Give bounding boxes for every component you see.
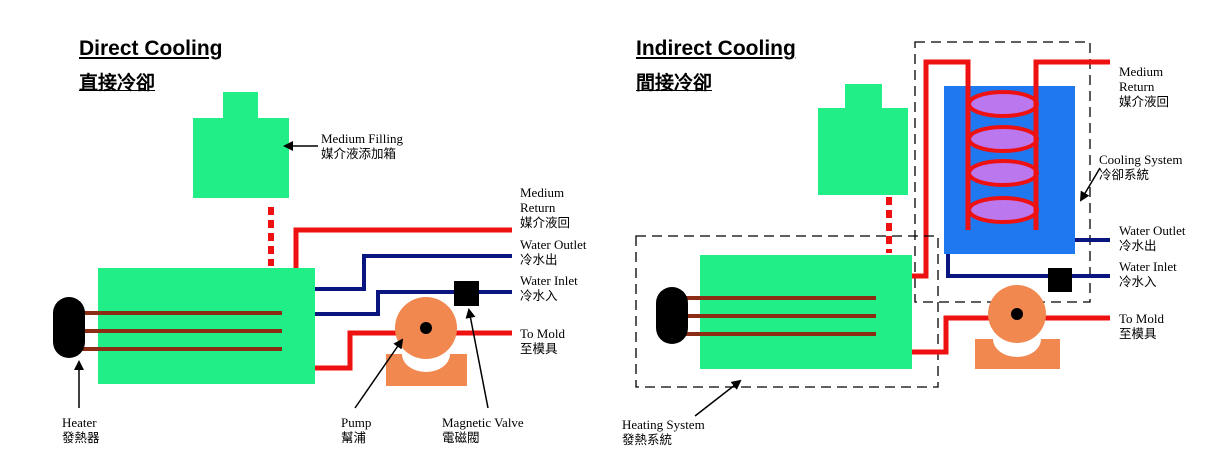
cooling-system-arrow [1079,167,1101,202]
indirect-label-cooling-system: Cooling System 冷卻系統 [1099,152,1183,182]
direct-water-outlet-pipe [314,254,512,291]
direct-label-water-inlet: Water Inlet 冷水入 [520,273,578,303]
indirect-filling-tank-cap [845,84,882,108]
heating-system-boundary [635,235,939,388]
indirect-label-water-outlet: Water Outlet 冷水出 [1119,223,1186,253]
indirect-magnetic-valve [1048,268,1072,292]
direct-magnetic-valve [454,281,479,306]
direct-label-heater: Heater 發熱器 [62,415,100,445]
direct-heater-cap [53,297,85,358]
indirect-main-tank [700,255,912,369]
indirect-water-inlet-pipe [946,254,1110,278]
direct-cooling-title-zh: 直接冷卻 [79,72,156,94]
cooling-system-boundary [914,41,1091,303]
indirect-label-water-inlet: Water Inlet 冷水入 [1119,259,1177,289]
indirect-medium-return-pipe [1033,59,1110,230]
indirect-label-heating-system: Heating System 發熱系統 [622,417,705,447]
direct-water-inlet-pipe [314,290,512,316]
direct-main-tank [98,268,315,384]
direct-label-medium-filling: Medium Filling 媒介液添加箱 [321,131,403,161]
direct-medium-return-pipe [293,227,512,268]
direct-filling-tank [193,118,289,198]
direct-cooling-diagram [53,92,512,409]
indirect-coil-in-pipe [912,59,971,279]
heating-system-arrow [694,379,742,417]
direct-cooling-title: Direct Cooling [79,37,223,60]
indirect-filling-tank [818,108,908,195]
indirect-pump-hub [1011,308,1023,320]
direct-pump-hub [420,322,432,334]
direct-label-to-mold: To Mold 至模具 [520,326,565,356]
direct-label-magnetic-valve: Magnetic Valve 電磁閥 [442,415,524,445]
indirect-cooling-title: Indirect Cooling [636,37,796,60]
indirect-heater-cap [656,287,688,344]
indirect-label-medium-return: Medium Return 媒介液回 [1119,64,1170,109]
direct-label-medium-return: Medium Return 媒介液回 [520,185,571,230]
direct-heater-rods [78,311,282,351]
indirect-pump-feed-pipe [912,315,1000,355]
direct-pump-arrow [354,338,404,409]
direct-filling-tank-cap [223,92,258,119]
indirect-heater-rods [680,296,876,336]
indirect-label-to-mold: To Mold 至模具 [1119,311,1164,341]
direct-label-water-outlet: Water Outlet 冷水出 [520,237,587,267]
indirect-cooling-diagram [635,41,1110,417]
indirect-cooling-title-zh: 間接冷卻 [636,72,713,94]
direct-valve-arrow [465,308,489,409]
direct-label-pump: Pump 幫浦 [341,415,372,445]
